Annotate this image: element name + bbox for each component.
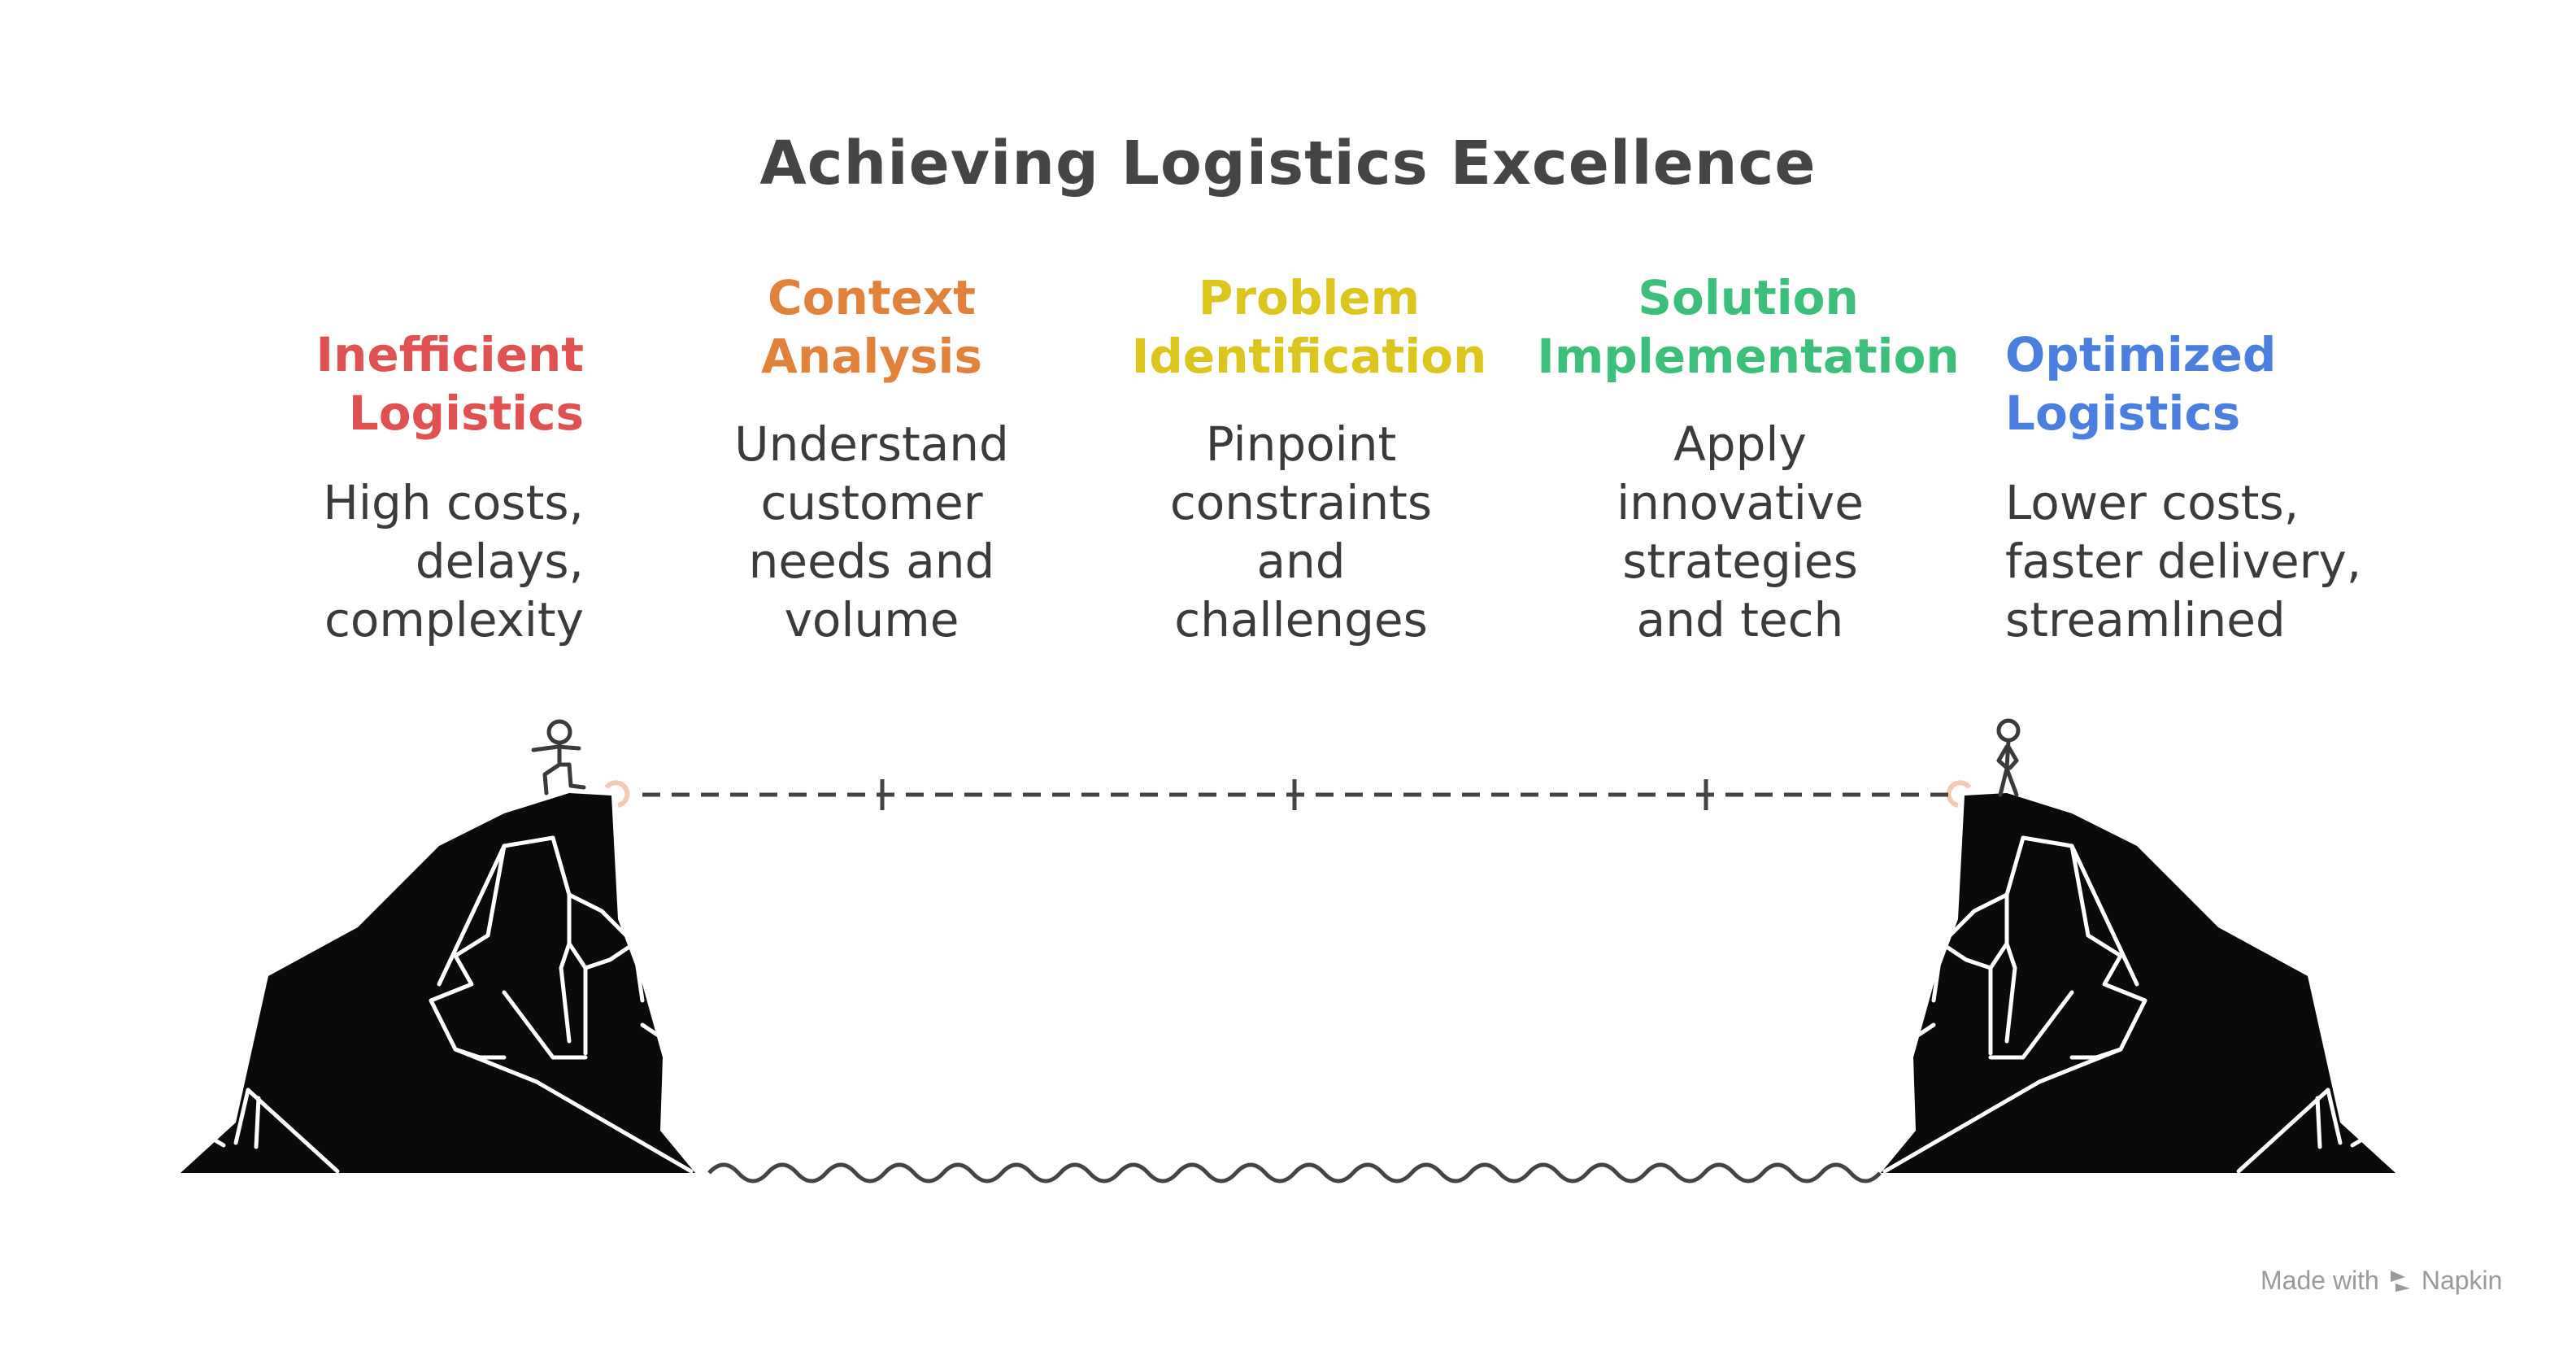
stage-solution-implementation-title: Solution Implementation	[1537, 270, 1960, 384]
stage-problem-identification-desc: Pinpoint constraints and challenges	[1169, 416, 1433, 647]
stage-inefficient-logistics-desc: High costs, delays, complexity	[323, 475, 584, 647]
left-cliff	[181, 793, 695, 1174]
left-rope-anchor	[604, 780, 630, 808]
right-rope-anchor	[1946, 780, 1972, 808]
napkin-logo-icon	[2390, 1271, 2410, 1292]
stage-problem-identification-title: Problem Identification	[1131, 270, 1487, 384]
stage-optimized-logistics-desc: Lower costs, faster delivery, streamline…	[2005, 475, 2362, 647]
right-stick-figure-icon	[1996, 718, 2021, 797]
diagram-title: Achieving Logistics Excellence	[759, 129, 1817, 198]
stage-optimized-logistics-title: Optimized Logistics	[2005, 327, 2277, 441]
made-with-napkin-watermark[interactable]: Made with Napkin	[2261, 1266, 2503, 1295]
stage-inefficient-logistics-title: Inefficient Logistics	[315, 327, 584, 441]
left-stick-figure-icon	[531, 719, 586, 796]
stage-solution-implementation-desc: Apply innovative strategies and tech	[1617, 416, 1864, 647]
stage-context-analysis-desc: Understand customer needs and volume	[734, 416, 1009, 647]
stage-context-analysis-title: Context Analysis	[761, 270, 982, 384]
water-wave	[707, 1162, 1882, 1184]
right-cliff	[1881, 793, 2395, 1174]
